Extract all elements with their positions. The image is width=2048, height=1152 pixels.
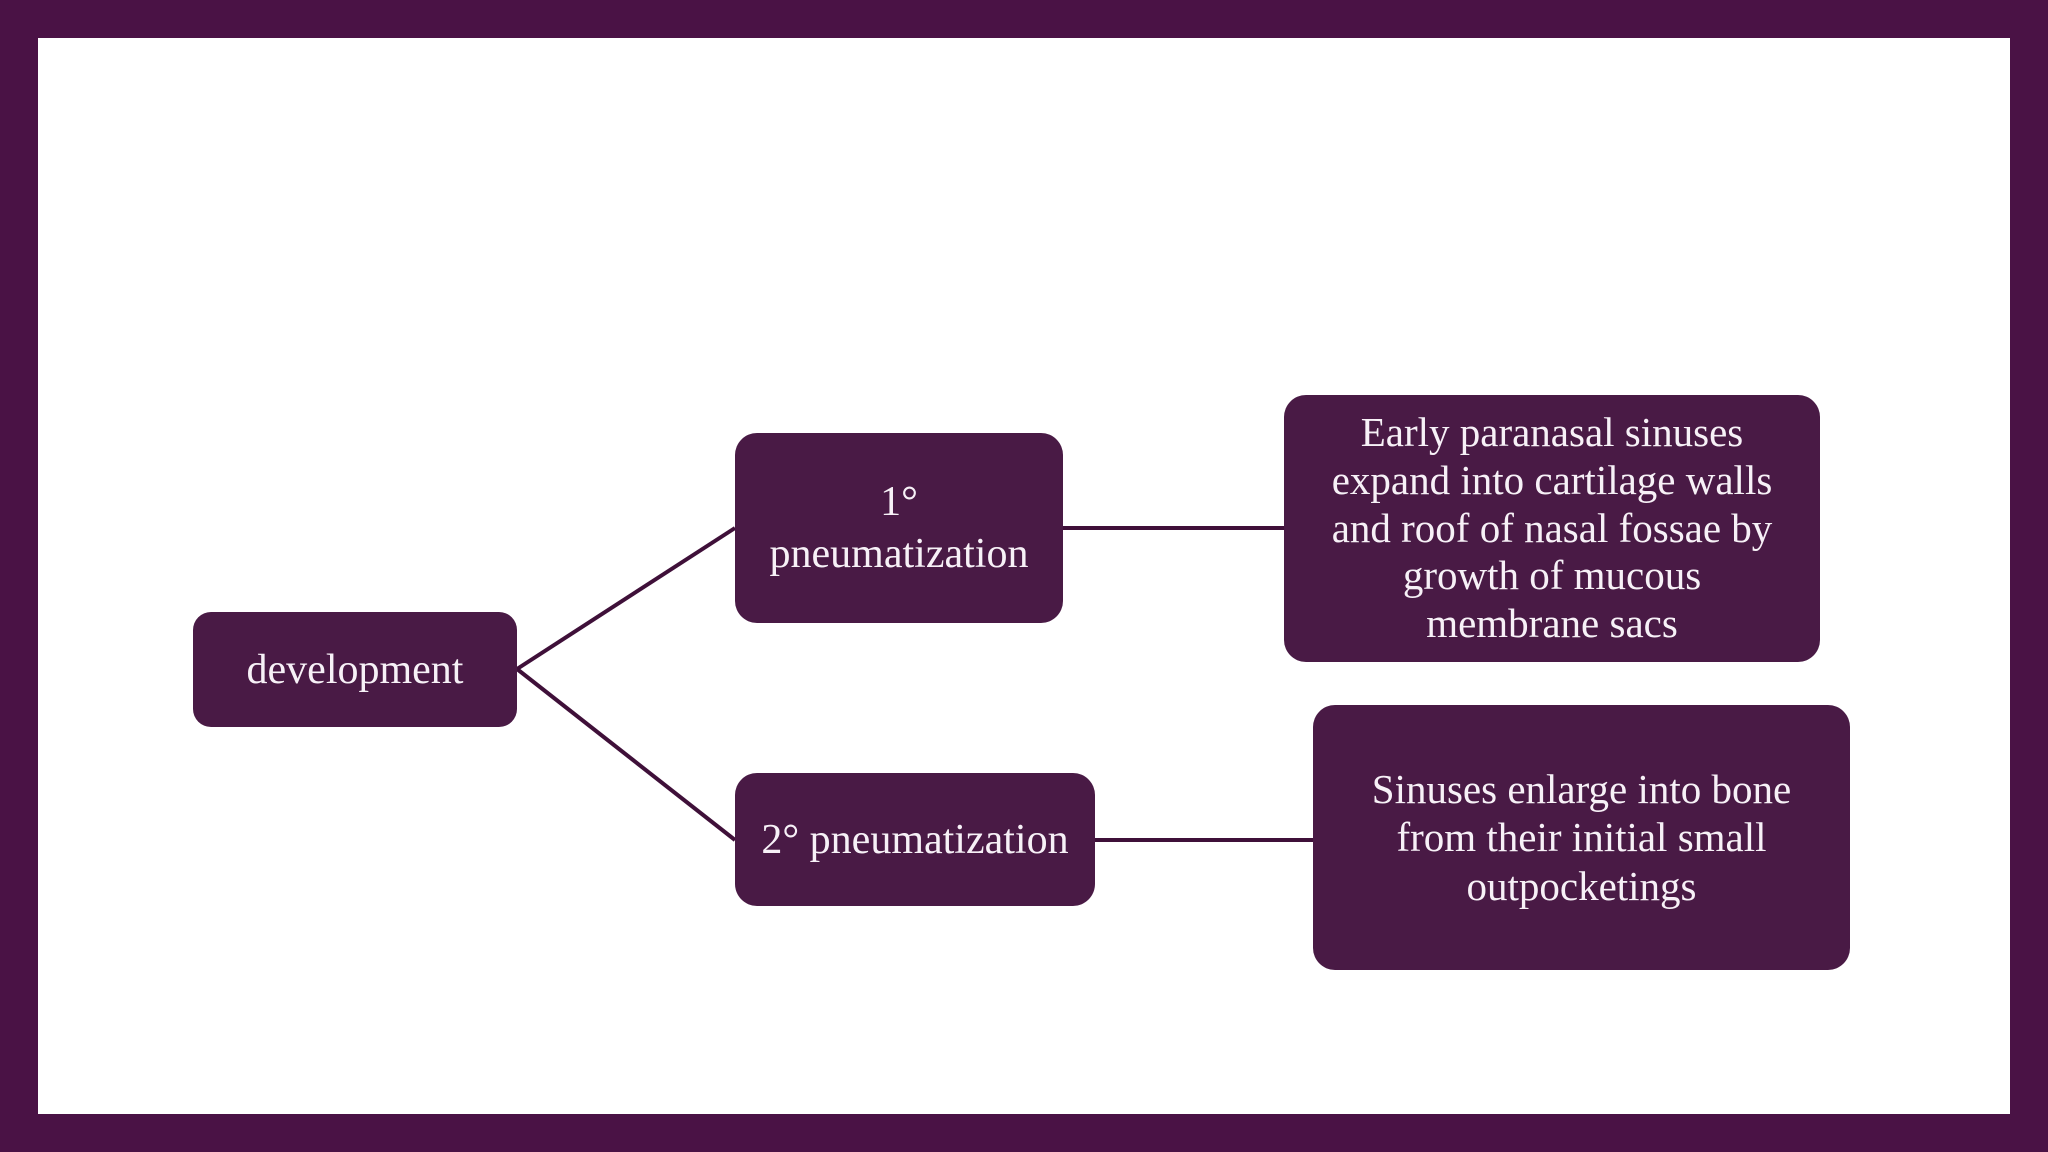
node-primary-detail: Early paranasal sinuses expand into cart… xyxy=(1284,395,1820,662)
node-development-label: development xyxy=(246,646,464,693)
node-primary-pneumatization-label: 1° pneumatization xyxy=(769,478,1029,578)
node-development: development xyxy=(193,612,517,727)
node-secondary-detail: Sinuses enlarge into bone from their ini… xyxy=(1313,705,1850,970)
node-secondary-pneumatization: 2° pneumatization xyxy=(735,773,1095,906)
node-primary-pneumatization: 1° pneumatization xyxy=(735,433,1063,623)
node-secondary-detail-text: Sinuses enlarge into bone from their ini… xyxy=(1371,765,1792,909)
node-secondary-pneumatization-label: 2° pneumatization xyxy=(761,816,1069,863)
node-primary-detail-text: Early paranasal sinuses expand into cart… xyxy=(1331,408,1773,647)
